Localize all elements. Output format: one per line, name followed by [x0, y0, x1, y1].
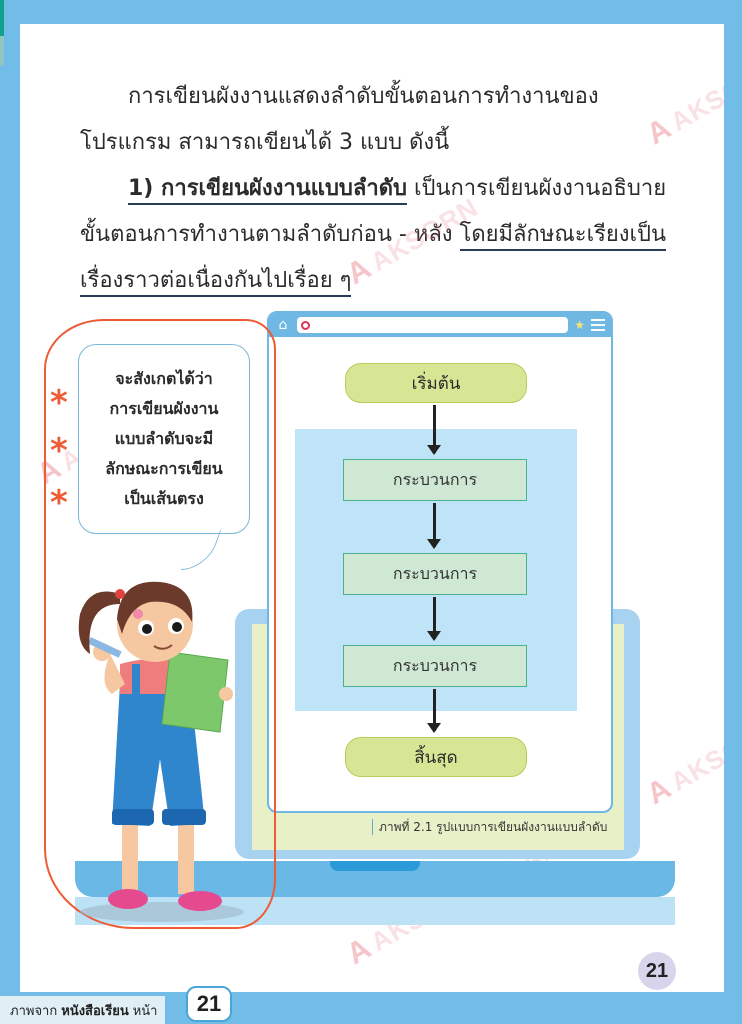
search-icon — [301, 320, 310, 330]
browser-window: ⌂ ★ เริ่มต้น กระบวนการ กระบวนการ กระบวนก… — [267, 311, 613, 813]
arrow-down-icon — [427, 503, 441, 549]
flowchart-start: เริ่มต้น — [345, 363, 527, 403]
flowchart-process-1: กระบวนการ — [343, 459, 527, 501]
intro-paragraph: การเขียนผังงานแสดงลำดับขั้นตอนการทำงานขอ… — [80, 74, 670, 166]
sequence-line-1-rest: เป็นการเขียนผังงานอธิบาย — [406, 176, 667, 201]
arrow-down-icon — [427, 597, 441, 641]
address-bar[interactable] — [297, 317, 569, 333]
footer-page-number: 21 — [186, 986, 232, 1022]
intro-line-1: การเขียนผังงานแสดงลำดับขั้นตอนการทำงานขอ… — [128, 84, 599, 109]
sequence-heading: 1) การเขียนผังงานแบบลำดับ — [128, 176, 407, 205]
sequence-line-2-underlined: โดยมีลักษณะเรียงเป็น — [459, 222, 667, 251]
flowchart-process-3: กระบวนการ — [343, 645, 527, 687]
hand-drawn-circle-annotation — [44, 319, 276, 929]
flowchart-end: สิ้นสุด — [345, 737, 527, 777]
girl-illustration — [78, 581, 244, 922]
laptop-notch — [330, 861, 420, 871]
left-edge-strip — [0, 0, 4, 36]
page-number-badge: 21 — [638, 952, 676, 990]
sequence-paragraph: 1) การเขียนผังงานแบบลำดับ เป็นการเขียนผั… — [80, 166, 670, 304]
footer-source-label: ภาพจาก หนังสือเรียน หน้า — [0, 996, 166, 1024]
bubble-line-5: เป็นเส้นตรง — [124, 489, 204, 508]
footer-source: หนังสือเรียน — [61, 1003, 129, 1019]
asterisk-icon: * — [50, 431, 68, 471]
left-edge-strip-2 — [0, 36, 4, 66]
speech-bubble: จะสังเกตได้ว่า การเขียนผังงาน แบบลำดับจะ… — [78, 344, 250, 534]
intro-line-2: โปรแกรม สามารถเขียนได้ 3 แบบ ดังนี้ — [80, 130, 450, 155]
figure-caption: ภาพที่ 2.1 รูปแบบการเขียนผังงานแบบลำดับ — [372, 819, 607, 835]
asterisk-icon: * — [50, 483, 68, 523]
flowchart-process-2: กระบวนการ — [343, 553, 527, 595]
asterisk-icon: * — [50, 383, 68, 423]
menu-icon[interactable] — [591, 319, 605, 331]
home-icon[interactable]: ⌂ — [278, 317, 288, 333]
watermark: AAKSORN — [641, 711, 724, 812]
bubble-line-4: ลักษณะการเขียน — [105, 459, 223, 478]
sequence-line-2: ขั้นตอนการทำงานตามลำดับก่อน - หลัง — [80, 222, 460, 247]
arrow-down-icon — [427, 689, 441, 733]
bubble-line-2: การเขียนผังงาน — [109, 399, 219, 418]
sequence-line-3-underlined: เรื่องราวต่อเนื่องกันไปเรื่อย ๆ — [80, 268, 352, 297]
book-page: การเขียนผังงานแสดงลำดับขั้นตอนการทำงานขอ… — [20, 24, 724, 992]
footer-prefix: ภาพจาก — [10, 1003, 58, 1019]
footer-suffix: หน้า — [132, 1003, 158, 1019]
browser-toolbar: ⌂ ★ — [269, 313, 611, 337]
bubble-line-1: จะสังเกตได้ว่า — [115, 369, 213, 388]
footer: ภาพจาก หนังสือเรียน หน้า 21 — [0, 986, 742, 1024]
arrow-down-icon — [427, 405, 441, 455]
bubble-line-3: แบบลำดับจะมี — [114, 429, 214, 448]
star-icon[interactable]: ★ — [574, 318, 585, 332]
